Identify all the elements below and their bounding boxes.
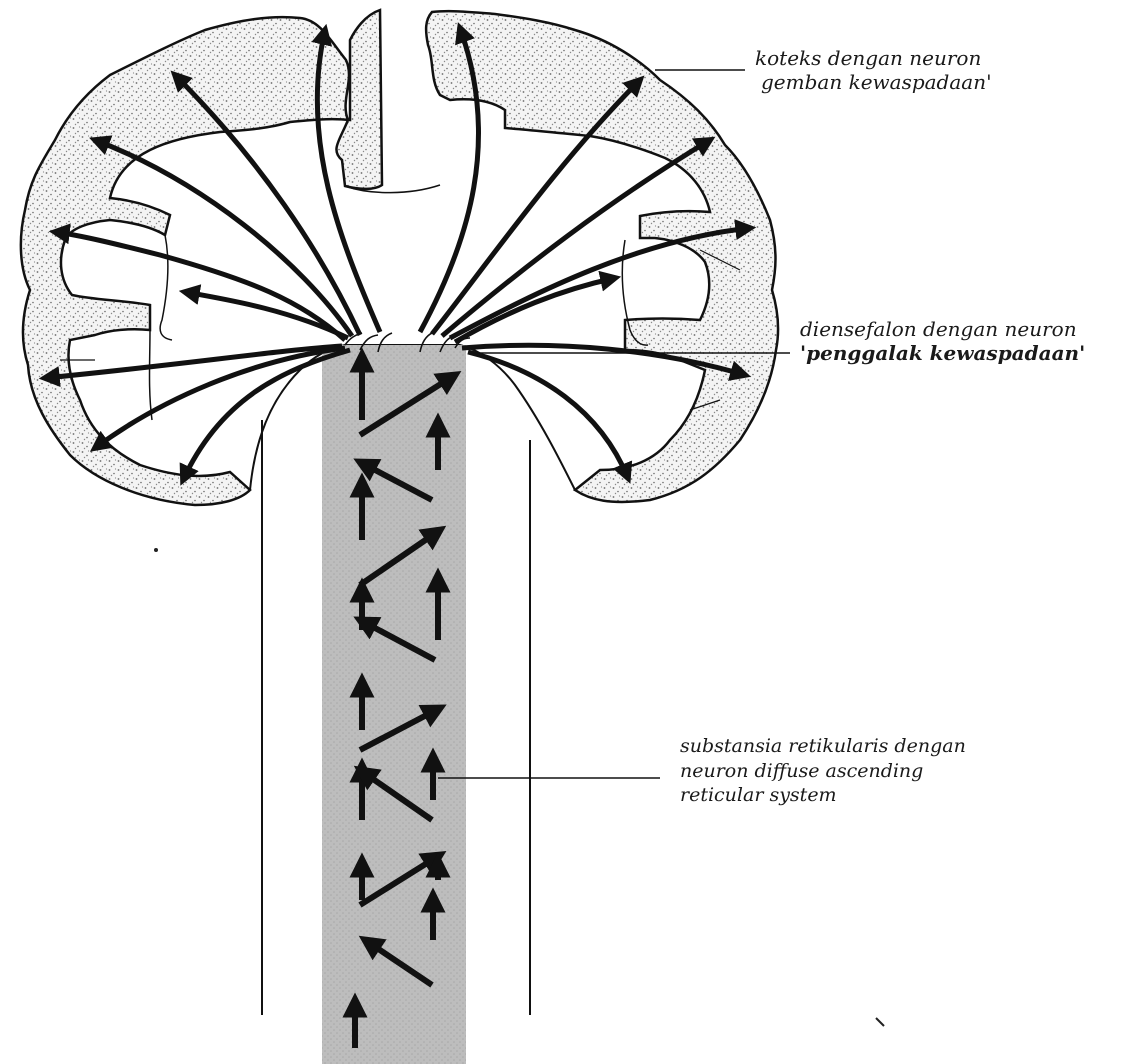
label-reticular-line1: substansia retikularis dengan xyxy=(680,734,966,759)
label-diencephalon-line1: diensefalon dengan neuron xyxy=(800,318,1085,342)
arrow-right-5 xyxy=(455,278,615,342)
label-reticular-line2: neuron diffuse ascending xyxy=(680,759,966,784)
label-cortex: koteks dengan neuron gemban kewaspadaan' xyxy=(755,47,992,94)
label-reticular: substansia retikularis dengan neuron dif… xyxy=(680,734,966,808)
right-cortex xyxy=(426,11,778,502)
label-diencephalon-line2: 'penggalak kewaspadaan' xyxy=(800,342,1085,366)
arrow-right-7 xyxy=(468,352,628,478)
label-diencephalon: diensefalon dengan neuron 'penggalak kew… xyxy=(800,318,1085,365)
label-reticular-line3: reticular system xyxy=(680,783,966,808)
label-cortex-line1: koteks dengan neuron xyxy=(755,47,992,71)
label-cortex-line2: gemban kewaspadaan' xyxy=(755,71,992,95)
